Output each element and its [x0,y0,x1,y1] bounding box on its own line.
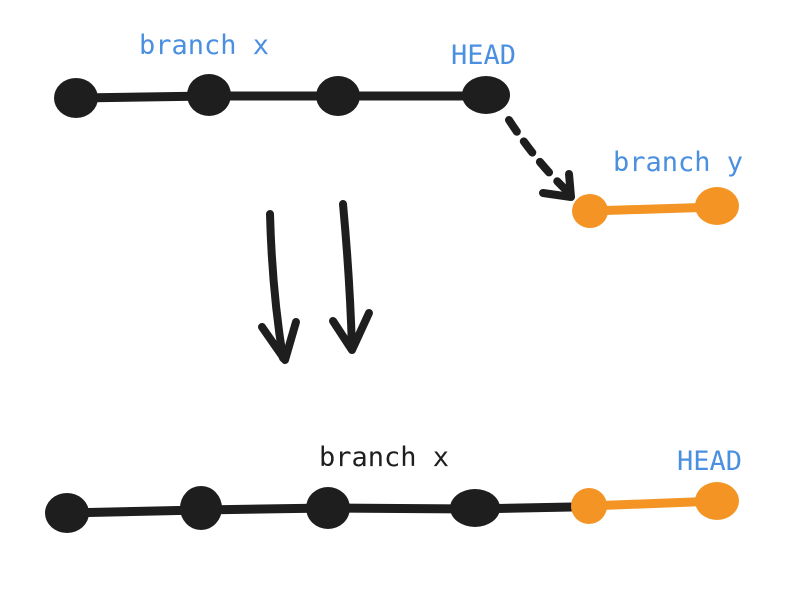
top-commit-head [462,76,510,114]
down-arrow-right-head [329,309,373,354]
down-arrow-right [339,200,356,353]
merge-down-arrows [258,200,373,364]
top-branch-x-line [73,91,490,103]
top-branch-y [572,187,739,228]
top-branch-x-label: branch x [139,30,269,61]
top-branch-y-label: branch y [613,147,743,178]
bottom-branch-x-label: branch x [319,442,449,473]
branch-y-commit-2 [695,187,739,225]
bottom-commit-2 [180,486,222,530]
bottom-branch-x [45,486,577,533]
bottom-commit-5 [571,488,607,524]
bottom-commit-3 [306,487,350,529]
bottom-head-label: HEAD [677,446,742,477]
dashed-arrow-line [505,116,570,194]
dashed-arrow [505,116,575,201]
down-arrow-left-head [258,318,300,364]
bottom-branch-y [571,482,739,524]
top-head-label: HEAD [451,40,516,71]
down-arrow-left [266,210,287,362]
dashed-arrow-head [539,170,575,201]
bottom-commit-1 [45,493,89,533]
branch-y-commit-1 [572,194,608,228]
top-commit-2 [187,74,231,116]
top-branch-x [54,74,510,118]
bottom-commit-4 [450,489,500,527]
top-commit-3 [316,76,360,116]
bottom-commit-head [695,482,739,520]
top-commit-1 [54,78,98,118]
